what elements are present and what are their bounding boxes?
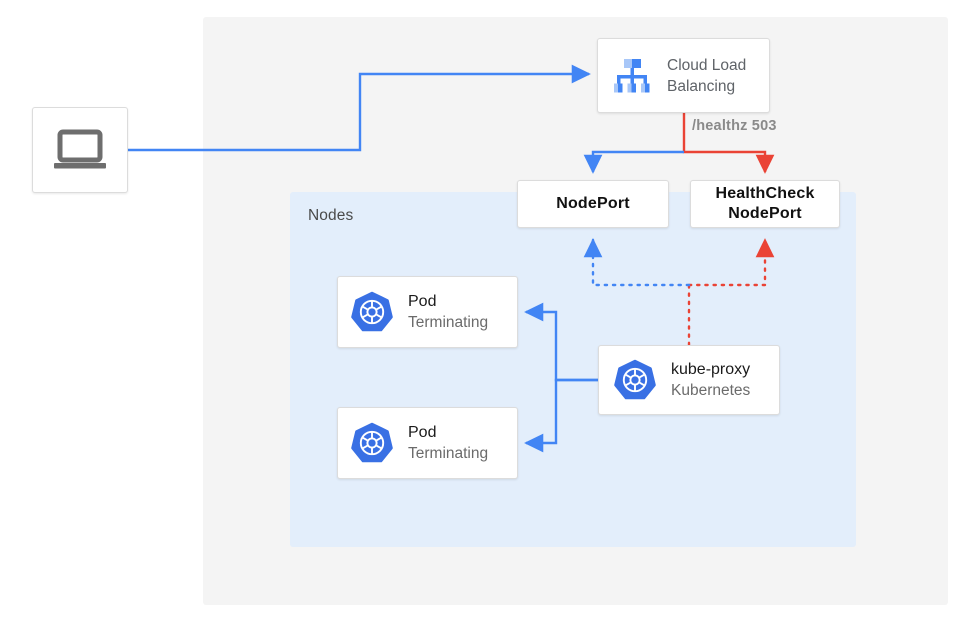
nodes-panel-label: Nodes bbox=[308, 207, 354, 224]
kubernetes-icon bbox=[351, 291, 393, 332]
nodeport-card[interactable]: NodePort bbox=[517, 180, 669, 228]
pod-card-1[interactable]: Pod Terminating bbox=[337, 276, 518, 348]
kube-proxy-card[interactable]: kube-proxy Kubernetes bbox=[598, 345, 780, 415]
pod-card-2-status: Terminating bbox=[408, 445, 489, 462]
kube-proxy-title: kube-proxy bbox=[671, 361, 751, 378]
pod-card-2[interactable]: Pod Terminating bbox=[337, 407, 518, 479]
healthcheck-nodeport-line-2: NodePort bbox=[728, 205, 802, 222]
client-card[interactable] bbox=[32, 107, 128, 193]
healthcheck-nodeport-label: HealthCheck NodePort bbox=[715, 184, 814, 224]
healthz-status-label: /healthz 503 bbox=[692, 118, 777, 134]
healthcheck-nodeport-card[interactable]: HealthCheck NodePort bbox=[690, 180, 840, 228]
cloud-load-balancing-line-2: Balancing bbox=[667, 77, 736, 95]
pod-card-2-title: Pod bbox=[408, 424, 437, 441]
kubernetes-icon bbox=[614, 359, 656, 400]
kubernetes-icon bbox=[351, 422, 393, 463]
pod-card-1-title: Pod bbox=[408, 293, 437, 310]
pod-card-1-status: Terminating bbox=[408, 314, 489, 331]
healthcheck-nodeport-line-1: HealthCheck bbox=[715, 185, 815, 202]
pod-card-2-text: Pod Terminating bbox=[408, 422, 488, 464]
cloud-load-balancing-icon bbox=[614, 58, 650, 92]
laptop-icon bbox=[54, 129, 106, 169]
pod-card-1-text: Pod Terminating bbox=[408, 291, 488, 333]
cloud-load-balancing-label: Cloud Load Balancing bbox=[667, 55, 746, 97]
nodeport-label: NodePort bbox=[556, 195, 630, 212]
kube-proxy-text: kube-proxy Kubernetes bbox=[671, 359, 750, 401]
cloud-load-balancing-card[interactable]: Cloud Load Balancing bbox=[597, 38, 770, 113]
kube-proxy-subtitle: Kubernetes bbox=[671, 382, 751, 399]
cloud-load-balancing-line-1: Cloud Load bbox=[667, 56, 747, 74]
